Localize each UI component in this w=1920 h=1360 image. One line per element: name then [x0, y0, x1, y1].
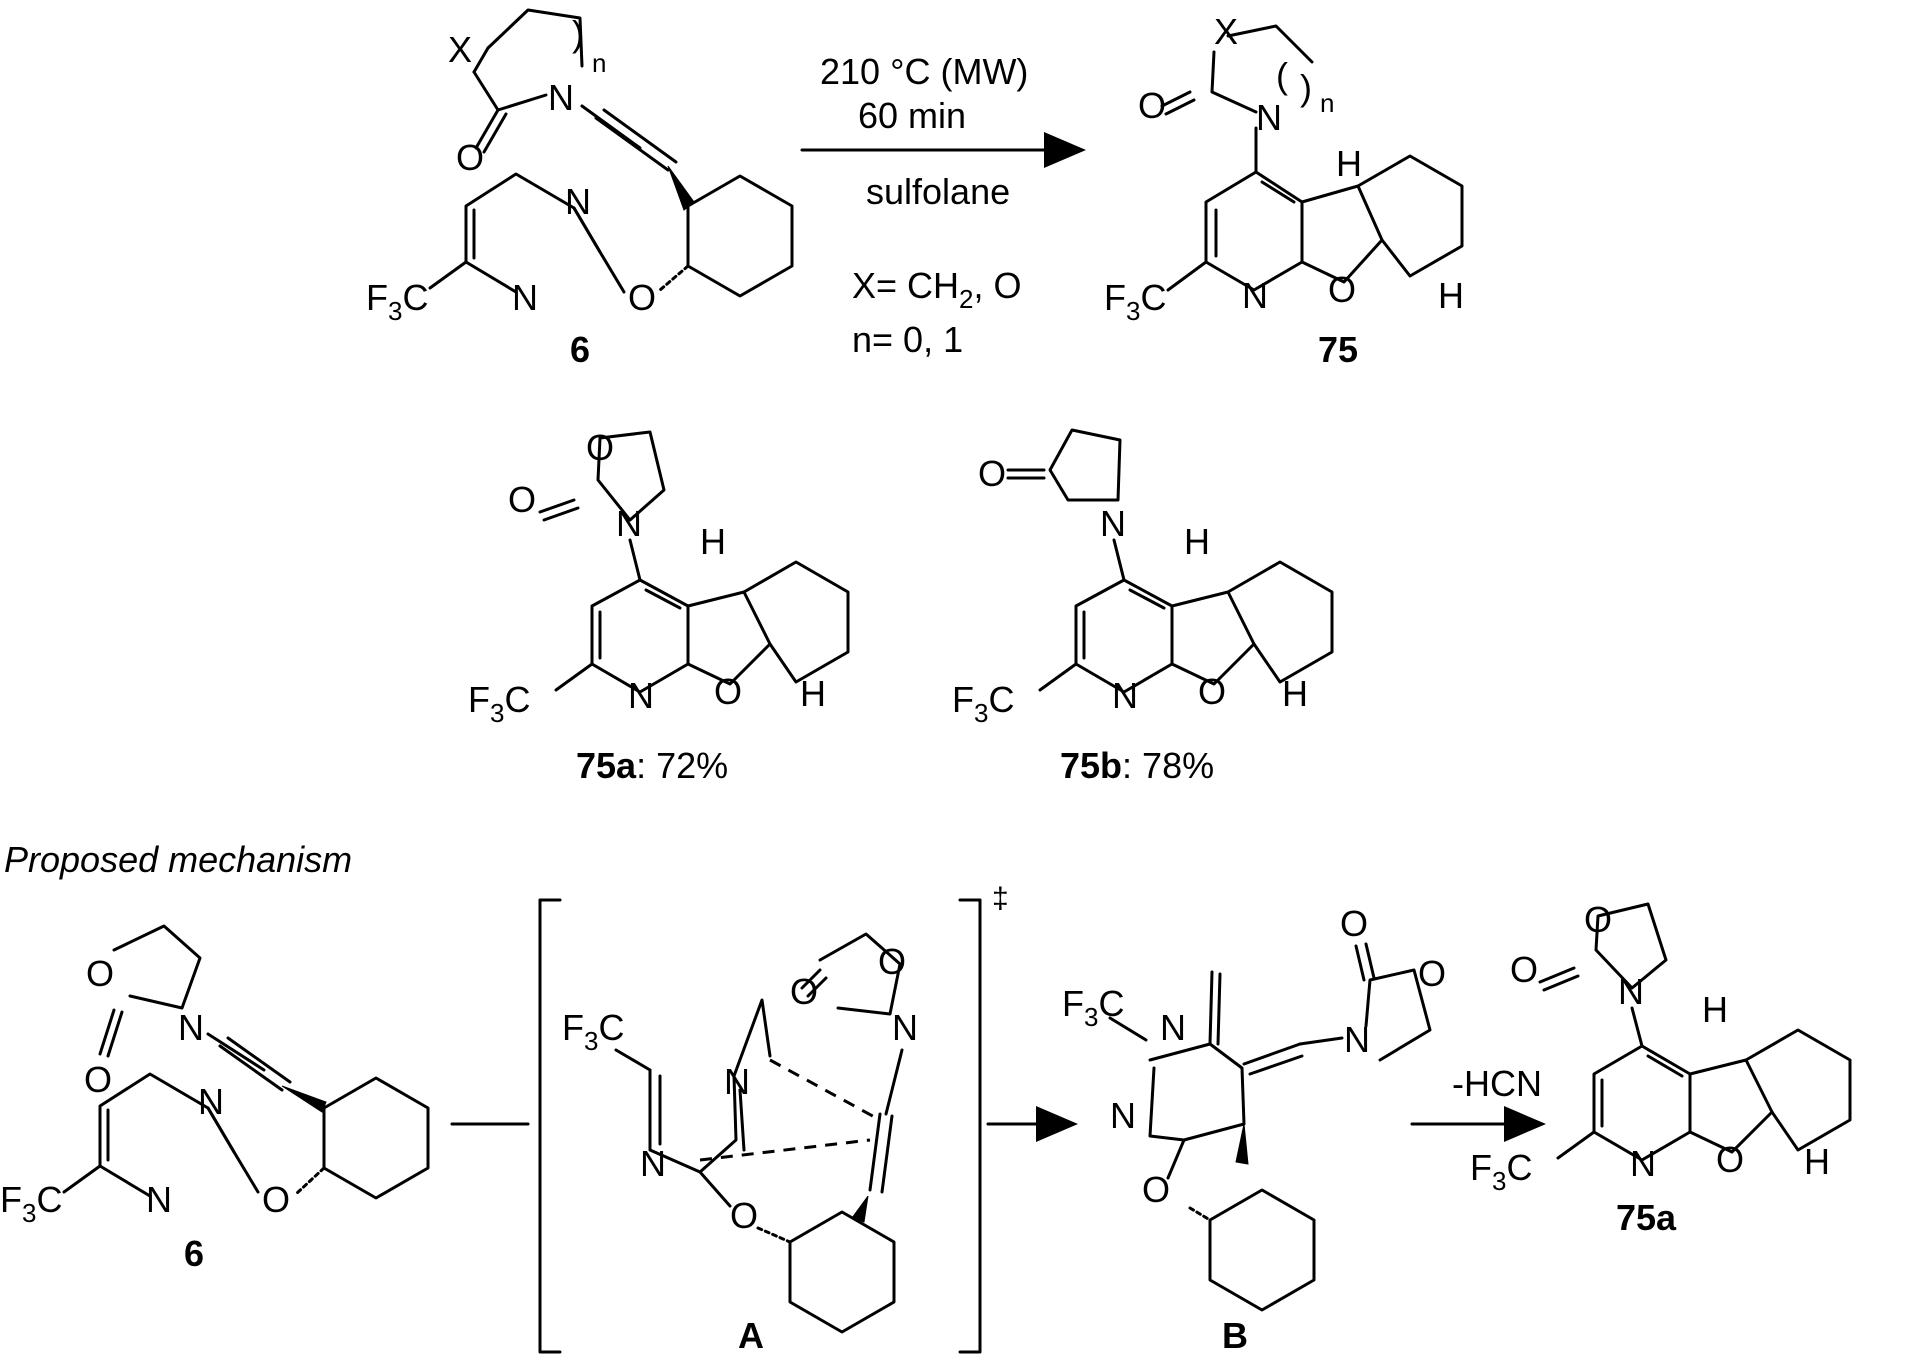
atom-n: N	[548, 77, 574, 118]
bracket-right	[958, 898, 982, 1354]
atom-n: N	[892, 1007, 918, 1048]
atom-o-ring: O	[86, 953, 114, 994]
paren-n: )	[572, 13, 584, 54]
bracket-left	[538, 898, 562, 1354]
compound-6-top: X N O ) n O N N F3C 6	[366, 8, 794, 370]
cf3-label-prod: F3C	[1104, 277, 1166, 326]
atom-n-b2: N	[1110, 1095, 1136, 1136]
mechanism-compound-6: O O N O N N F3C 6	[0, 924, 430, 1274]
paren-n-prod: )	[1300, 67, 1312, 108]
atom-n-pyr2: N	[146, 1179, 172, 1220]
cf3-label: F3C	[562, 1007, 624, 1056]
cf3-label: F3C	[1470, 1147, 1532, 1196]
atom-n-pyr2: N	[512, 277, 538, 318]
atom-n: N	[1100, 503, 1126, 544]
atom-h-bottom: H	[1804, 1141, 1830, 1182]
compound-label-75a: 75a: 72%	[576, 745, 728, 786]
atom-o-ring: O	[586, 427, 614, 468]
atom-n: N	[1618, 971, 1644, 1012]
atom-o: O	[456, 137, 484, 178]
compound-75: X O N ) ( n N O H H F3C 75	[1104, 11, 1464, 370]
n-definition: n= 0, 1	[852, 319, 963, 360]
intermediate-B: N N F3C O N O O B	[1062, 903, 1446, 1356]
atom-o-furan: O	[1198, 671, 1226, 712]
atom-n-pyr1: N	[565, 181, 591, 222]
atom-x-prod: X	[1214, 11, 1238, 52]
subscript-n-prod: n	[1320, 88, 1334, 118]
cf3-label: F3C	[952, 679, 1014, 728]
cf3-label: F3C	[0, 1179, 62, 1228]
compound-label-A: A	[738, 1315, 764, 1356]
atom-o-carbonyl: O	[508, 479, 536, 520]
atom-o-carbonyl: O	[1510, 949, 1538, 990]
atom-n: N	[178, 1007, 204, 1048]
atom-h-top: H	[1184, 521, 1210, 562]
atom-n-pyridine: N	[1630, 1143, 1656, 1184]
atom-o-ts: O	[730, 1195, 758, 1236]
compound-label-6-mech: 6	[184, 1233, 204, 1274]
atom-o-prod: O	[1138, 85, 1166, 126]
compound-label-6: 6	[570, 329, 590, 370]
atom-n: N	[616, 503, 642, 544]
atom-o-furan: O	[1328, 269, 1356, 310]
atom-o-b: O	[1142, 1169, 1170, 1210]
compound-label-75a-final: 75a	[1616, 1197, 1677, 1238]
atom-o-ether: O	[628, 277, 656, 318]
atom-h-bottom: H	[800, 673, 826, 714]
atom-h-bottom: H	[1438, 275, 1464, 316]
atom-n-ts2: N	[640, 1143, 666, 1184]
atom-o-carbonyl: O	[978, 453, 1006, 494]
atom-o-carbonyl: O	[84, 1059, 112, 1100]
cf3-label: F3C	[468, 679, 530, 728]
transition-state-A: ‡ O O N F3C N N O A	[538, 882, 1009, 1356]
atom-x: X	[448, 29, 472, 70]
ts-double-dagger: ‡	[992, 882, 1009, 915]
atom-h-top: H	[700, 521, 726, 562]
atom-n-pyr1: N	[198, 1081, 224, 1122]
x-definition: X= CH2, O	[852, 265, 1022, 314]
paren-open-prod: (	[1276, 55, 1288, 96]
atom-o-ring: O	[1584, 899, 1612, 940]
atom-o-carbonyl: O	[790, 971, 818, 1012]
atom-h-top: H	[1336, 143, 1362, 184]
atom-h-bottom: H	[1282, 673, 1308, 714]
atom-n-pyridine: N	[628, 675, 654, 716]
conditions: 210 °C (MW) 60 min sulfolane X= CH2, O n…	[800, 51, 1086, 360]
atom-o-ether: O	[262, 1179, 290, 1220]
subscript-n: n	[592, 48, 606, 78]
atom-o-furan: O	[1716, 1139, 1744, 1180]
compound-label-B: B	[1222, 1315, 1248, 1356]
compound-75b-example: O N N O H H F3C 75b: 78%	[952, 428, 1334, 786]
cf3-label: F3C	[366, 277, 428, 326]
cf3-label: F3C	[1062, 983, 1124, 1032]
atom-o-ring: O	[878, 941, 906, 982]
compound-label-75: 75	[1318, 329, 1358, 370]
compound-75a-final: O O N N O H H F3C 75a	[1470, 899, 1852, 1238]
conditions-solvent: sulfolane	[866, 171, 1010, 212]
atom-o-ring: O	[1418, 953, 1446, 994]
elimination-label: -HCN	[1452, 1063, 1542, 1104]
compound-label-75b: 75b: 78%	[1060, 745, 1214, 786]
atom-o-carbonyl: O	[1340, 903, 1368, 944]
atom-n-prod: N	[1256, 97, 1282, 138]
atom-h-top: H	[1702, 989, 1728, 1030]
compound-75a-example: O O N N O H H F3C 75a: 72%	[468, 427, 850, 786]
atom-n-pyridine: N	[1242, 275, 1268, 316]
atom-n-ts1: N	[724, 1061, 750, 1102]
conditions-temperature: 210 °C (MW)	[820, 51, 1028, 92]
atom-o-furan: O	[714, 671, 742, 712]
mechanism-heading: Proposed mechanism	[4, 839, 352, 880]
atom-n-b1: N	[1160, 1007, 1186, 1048]
atom-n-pyridine: N	[1112, 675, 1138, 716]
conditions-time: 60 min	[858, 95, 966, 136]
